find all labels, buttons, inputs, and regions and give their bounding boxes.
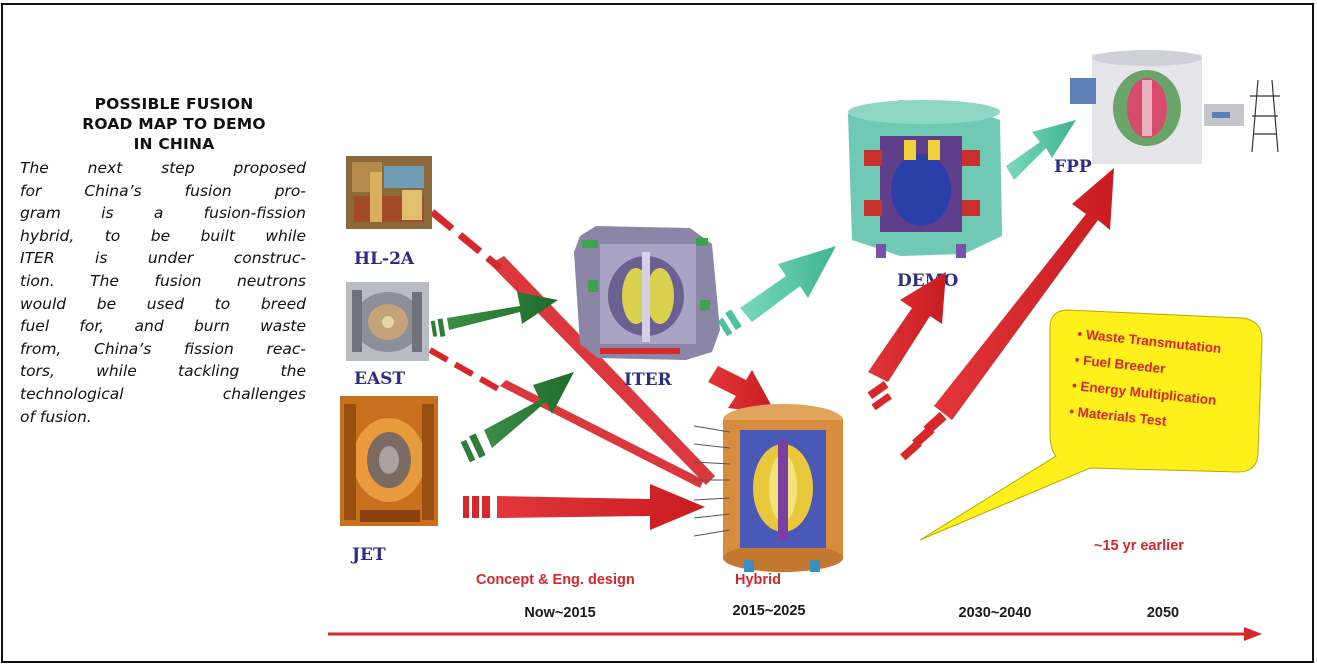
- caption-title: POSSIBLE FUSION ROAD MAP TO DEMO IN CHIN…: [20, 94, 306, 154]
- hl2a-to-hybrid-arrow: [429, 209, 715, 485]
- timeline-label-now-2015: Now~2015: [524, 605, 595, 621]
- caption-body-line: for China’s fusion pro-: [20, 181, 306, 200]
- caption-body-line: ITER is under construc-: [20, 249, 306, 268]
- caption-panel: POSSIBLE FUSION ROAD MAP TO DEMO IN CHIN…: [20, 94, 306, 428]
- caption-body-line: from, China’s fission reac-: [20, 339, 306, 358]
- timeline-label-2050: 2050: [1147, 605, 1179, 621]
- fpp-machine-image: [1070, 50, 1280, 164]
- fifteen-years-earlier-label: ~15 yr earlier: [1094, 538, 1184, 554]
- timeline-label-2015-2025: 2015~2025: [733, 603, 806, 619]
- iter-label: ITER: [624, 370, 673, 390]
- caption-body-line: The next step proposed: [20, 159, 306, 177]
- caption-body-line: would be used to breed: [20, 294, 306, 313]
- hl2a-label: HL-2A: [354, 249, 415, 269]
- demo-machine-image: [848, 100, 1002, 258]
- caption-body-line: of fusion.: [20, 407, 92, 426]
- benefits-callout-bubble: [919, 309, 1263, 541]
- timeline-label-2030-2040: 2030~2040: [959, 605, 1032, 621]
- iter-machine-image: [574, 226, 720, 360]
- hybrid-label: Hybrid: [735, 572, 781, 588]
- east-machine-image: [346, 282, 429, 361]
- hybrid-machine-image: [693, 404, 843, 572]
- caption-body-line: fuel for, and burn waste: [20, 317, 306, 336]
- east-to-iter-arrow: [430, 292, 558, 337]
- caption-body-line: gram is a fusion-fission: [20, 204, 306, 223]
- concept-design-label: Concept & Eng. design: [476, 572, 635, 588]
- demo-to-fpp-arrow: [1006, 120, 1076, 180]
- hybrid-to-fpp-arrow: [900, 168, 1114, 461]
- jet-to-hybrid-arrow: [463, 484, 705, 530]
- hl2a-machine-image: [346, 156, 432, 229]
- jet-label: JET: [350, 545, 386, 565]
- caption-title-line: POSSIBLE FUSION: [94, 95, 254, 113]
- timeline-axis: [328, 627, 1262, 641]
- caption-body: The next step proposed for China’s fusio…: [20, 157, 306, 428]
- hybrid-to-demo-arrow: [867, 272, 946, 411]
- jet-to-iter-arrow: [460, 372, 574, 463]
- caption-body-line: hybrid, to be built while: [20, 226, 306, 245]
- caption-body-line: tors, while tackling the: [20, 362, 306, 381]
- east-label: EAST: [354, 369, 405, 389]
- fpp-label: FPP: [1054, 157, 1092, 177]
- caption-title-line: ROAD MAP TO DEMO: [82, 115, 266, 133]
- iter-to-hybrid-arrow: [708, 366, 776, 414]
- caption-body-line: tion. The fusion neutrons: [20, 271, 306, 290]
- caption-title-line: IN CHINA: [133, 135, 215, 153]
- iter-to-demo-arrow: [717, 246, 836, 337]
- jet-machine-image: [340, 396, 438, 526]
- caption-body-line: technological challenges: [20, 384, 306, 403]
